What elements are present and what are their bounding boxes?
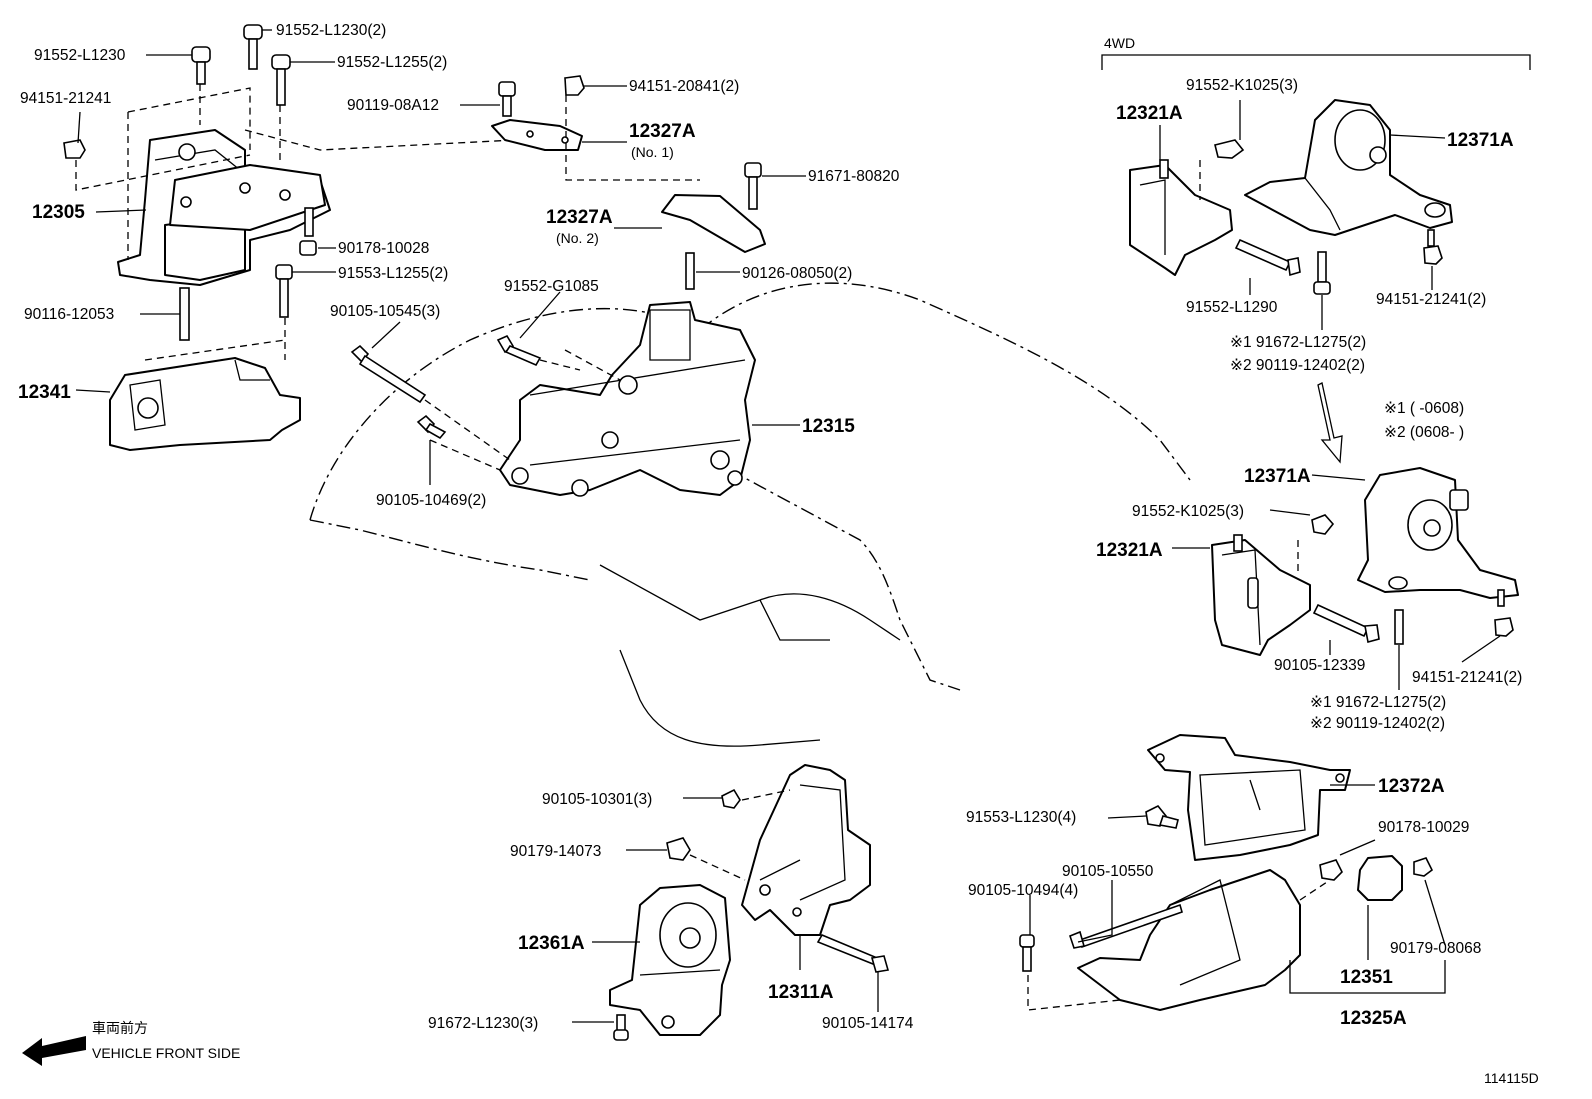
engine-mount-12305 [117, 129, 331, 286]
label-90105-14174: 90105-14174 [822, 1015, 914, 1032]
label-12327A-no2: 12327A [546, 207, 613, 228]
leader-lines [75, 29, 1501, 1023]
bracket-12311A [721, 764, 890, 973]
label-94151-21241-2-top: 94151-21241(2) [1376, 291, 1486, 308]
label-90179-08068: 90179-08068 [1390, 940, 1481, 957]
label-note1-top: ※1 91672-L1275(2) [1230, 334, 1366, 351]
label-90178-10029: 90178-10029 [1378, 819, 1469, 836]
label-12311A: 12311A [768, 982, 834, 1003]
part-labels: 91552-L1230 91552-L1230(2) 91552-L1255(2… [18, 22, 1539, 1086]
bracket-12327A-no1 [491, 75, 700, 181]
label-front-jp: 車両前方 [92, 1020, 148, 1036]
label-90178-10028: 90178-10028 [338, 240, 429, 257]
label-range1: ※1 ( -0608) [1384, 400, 1464, 417]
label-90105-10301-3: 90105-10301(3) [542, 791, 652, 808]
label-12372A: 12372A [1378, 776, 1445, 797]
label-90116-12053: 90116-12053 [24, 306, 114, 323]
label-4wd: 4WD [1104, 35, 1135, 51]
label-note1-bottom: ※1 91672-L1275(2) [1310, 694, 1446, 711]
label-12371A-bottom: 12371A [1244, 466, 1311, 487]
label-91552-L1290: 91552-L1290 [1186, 299, 1278, 316]
label-91671-80820: 91671-80820 [808, 168, 900, 185]
label-90105-12339: 90105-12339 [1274, 657, 1365, 674]
front-arrow-icon [22, 1036, 86, 1066]
label-12371A-top: 12371A [1447, 130, 1514, 151]
mount-12371A-top [1244, 99, 1453, 236]
label-91552-G1085: 91552-G1085 [504, 278, 599, 295]
label-90105-10494-4: 90105-10494(4) [968, 882, 1078, 899]
label-12361A: 12361A [518, 933, 585, 954]
mount-12371A-bottom [1357, 467, 1519, 607]
label-94151-21241: 94151-21241 [20, 90, 111, 107]
label-90105-10550: 90105-10550 [1062, 863, 1154, 880]
leader-dashes-top-left [75, 84, 516, 361]
label-12327A-no1: 12327A [629, 121, 696, 142]
label-90179-14073: 90179-14073 [510, 843, 601, 860]
label-91552-L1255-2: 91552-L1255(2) [337, 54, 447, 71]
label-90105-10545-3: 90105-10545(3) [330, 303, 440, 320]
label-91552-K1025-3-bottom: 91552-K1025(3) [1132, 503, 1244, 520]
fourwd-bracket-line [1101, 54, 1531, 70]
label-91552-L1230: 91552-L1230 [34, 47, 126, 64]
label-91552-K1025-3-top: 91552-K1025(3) [1186, 77, 1298, 94]
label-91552-L1230-2: 91552-L1230(2) [276, 22, 386, 39]
label-90105-10469-2: 90105-10469(2) [376, 492, 486, 509]
label-range2: ※2 (0608- ) [1384, 424, 1464, 441]
label-90126-08050-2: 90126-08050(2) [742, 265, 852, 282]
bracket-12372A [1147, 734, 1351, 861]
label-91672-L1230-3: 91672-L1230(3) [428, 1015, 538, 1032]
label-note2-top: ※2 90119-12402(2) [1230, 357, 1365, 374]
label-12321A-bottom: 12321A [1096, 540, 1163, 561]
bolts-top-left [63, 24, 317, 341]
label-diagram-id: 114115D [1484, 1070, 1539, 1086]
bolts-4wd-bottom [1312, 603, 1514, 645]
label-94151-21241-2-bottom: 94151-21241(2) [1412, 669, 1522, 686]
label-no2: (No. 2) [556, 230, 599, 246]
label-12315: 12315 [802, 416, 855, 437]
label-no1: (No. 1) [631, 144, 674, 160]
label-12351: 12351 [1340, 967, 1393, 988]
label-12305: 12305 [32, 202, 85, 223]
bolts-4wd-top [1234, 229, 1443, 295]
label-12341: 12341 [18, 382, 71, 403]
label-note2-bottom: ※2 90119-12402(2) [1310, 715, 1445, 732]
label-front-en: VEHICLE FRONT SIDE [92, 1045, 240, 1061]
mount-12361A [609, 837, 746, 1041]
label-91553-L1255-2: 91553-L1255(2) [338, 265, 448, 282]
label-94151-20841-2: 94151-20841(2) [629, 78, 739, 95]
bracket-12341 [109, 357, 301, 451]
bracket-12321A-bottom [1211, 514, 1335, 656]
bracket-12327A-no2 [661, 162, 766, 290]
bracket-12315 [499, 301, 756, 497]
label-90119-08A12: 90119-08A12 [347, 97, 439, 114]
label-12321A-top: 12321A [1116, 103, 1183, 124]
bolts-12372A [1145, 804, 1434, 901]
label-12325A: 12325A [1340, 1008, 1407, 1029]
bolts-12315 [350, 334, 621, 471]
down-arrow-icon [1317, 382, 1343, 464]
label-91553-L1230-4: 91553-L1230(4) [966, 809, 1076, 826]
bracket-12321A-top [1129, 139, 1245, 276]
